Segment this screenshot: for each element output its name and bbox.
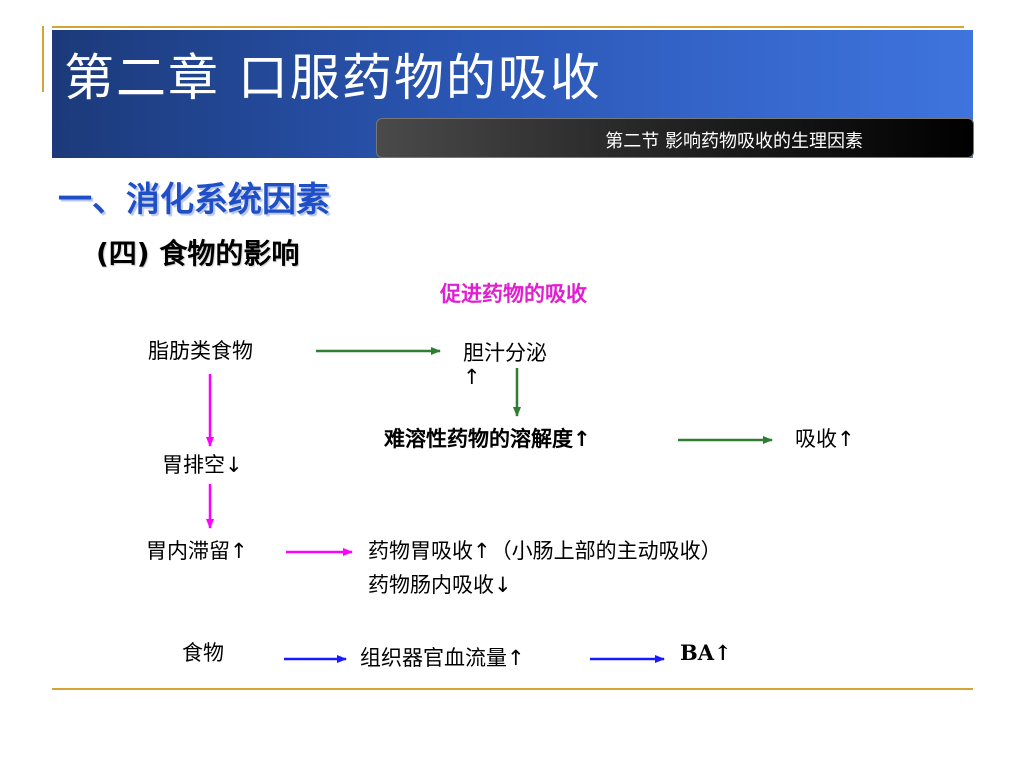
bottom-gold-line (52, 688, 973, 690)
node-stomach-absorption: 药物胃吸收↑（小肠上部的主动吸收） (368, 539, 722, 563)
node-intestine-absorption: 药物肠内吸收↓ (368, 573, 512, 597)
node-gastric-emptying: 胃排空↓ (162, 453, 243, 477)
left-gold-line (42, 26, 44, 92)
node-bioavailability: BA↑ (680, 640, 732, 665)
node-bile-up-arrow: ↑ (463, 365, 481, 389)
node-food: 食物 (182, 641, 224, 665)
node-absorption: 吸收↑ (795, 427, 855, 451)
heading-digestive-factors: 一、消化系统因素 (58, 180, 330, 220)
heading-food-influence: (四) 食物的影响 (96, 237, 300, 270)
section-title: 第二节 影响药物吸收的生理因素 (605, 131, 863, 152)
top-gold-line (52, 26, 964, 28)
chapter-title: 第二章 口服药物的吸收 (64, 49, 602, 107)
node-solubility: 难溶性药物的溶解度↑ (384, 427, 591, 451)
node-gastric-retention: 胃内滞留↑ (146, 539, 248, 563)
node-blood-flow: 组织器官血流量↑ (360, 646, 525, 670)
node-fatty-food: 脂肪类食物 (148, 339, 253, 363)
node-bile-secretion: 胆汁分泌 (463, 341, 547, 365)
section-bar: 第二节 影响药物吸收的生理因素 (376, 118, 974, 158)
note-promote-absorption: 促进药物的吸收 (440, 282, 587, 306)
